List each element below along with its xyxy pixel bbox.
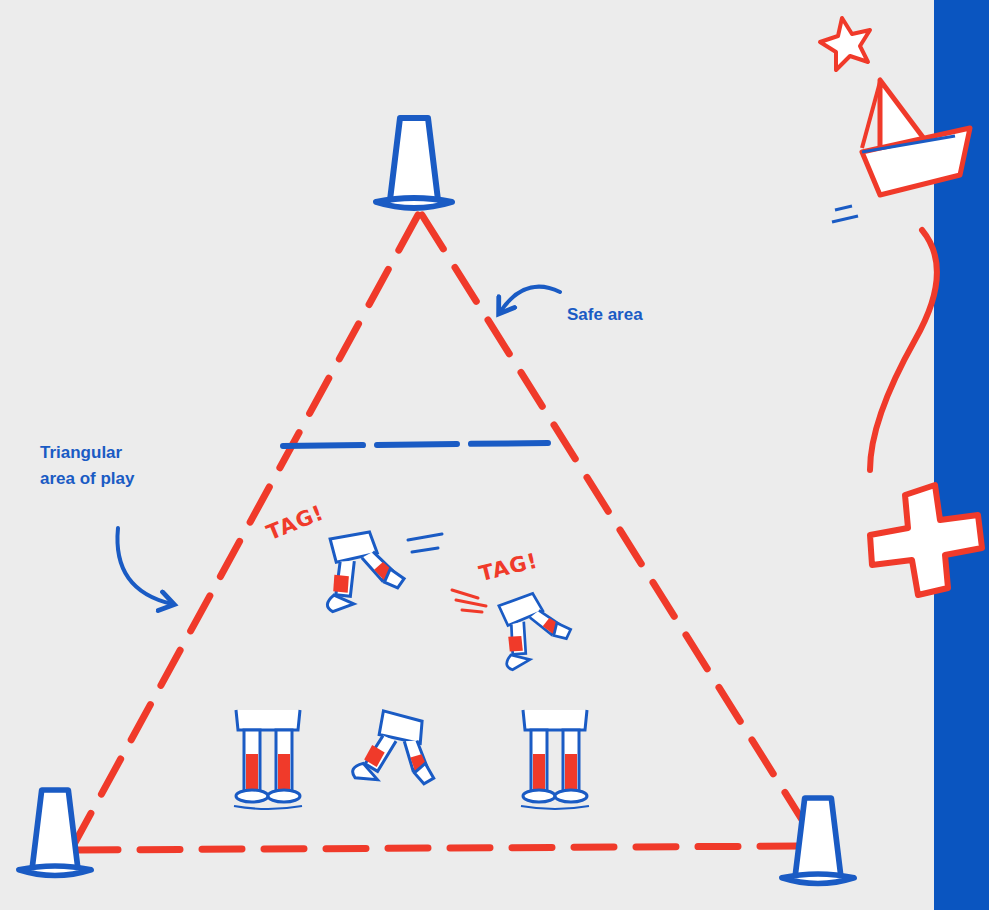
standing-legs (234, 710, 302, 809)
speed-lines (408, 534, 442, 552)
cone (376, 118, 452, 208)
speed-lines (452, 590, 486, 612)
running-legs (487, 585, 577, 671)
leader-arrow (500, 287, 560, 312)
star (820, 18, 870, 70)
running-legs (351, 707, 447, 797)
callout-label: Triangular area of play (40, 440, 158, 491)
standing-legs (521, 710, 589, 809)
cone (782, 798, 854, 884)
boat (832, 80, 970, 222)
squiggle (870, 230, 937, 470)
safe-line (283, 443, 548, 446)
tag-shout: TAG! (476, 538, 571, 590)
cross (870, 485, 982, 595)
cone (19, 790, 91, 876)
callout-label: Safe area (567, 302, 707, 328)
running-legs (316, 527, 407, 612)
play-area-triangle (72, 215, 818, 850)
leader-arrow (117, 528, 172, 604)
